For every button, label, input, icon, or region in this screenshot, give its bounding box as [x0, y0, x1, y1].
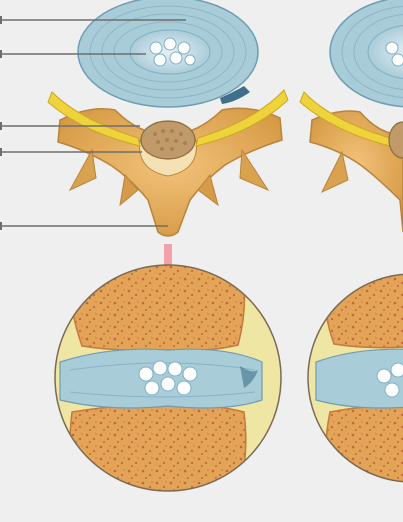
vertebral-body-upper [69, 260, 244, 351]
disc-side-view [60, 349, 262, 408]
sectional-magnifier [40, 260, 300, 500]
vertebra-top-view [300, 0, 403, 232]
vertebra-top-view [48, 0, 288, 236]
sectional-magnifier [308, 262, 403, 500]
vertebral-body-lower [70, 405, 246, 500]
